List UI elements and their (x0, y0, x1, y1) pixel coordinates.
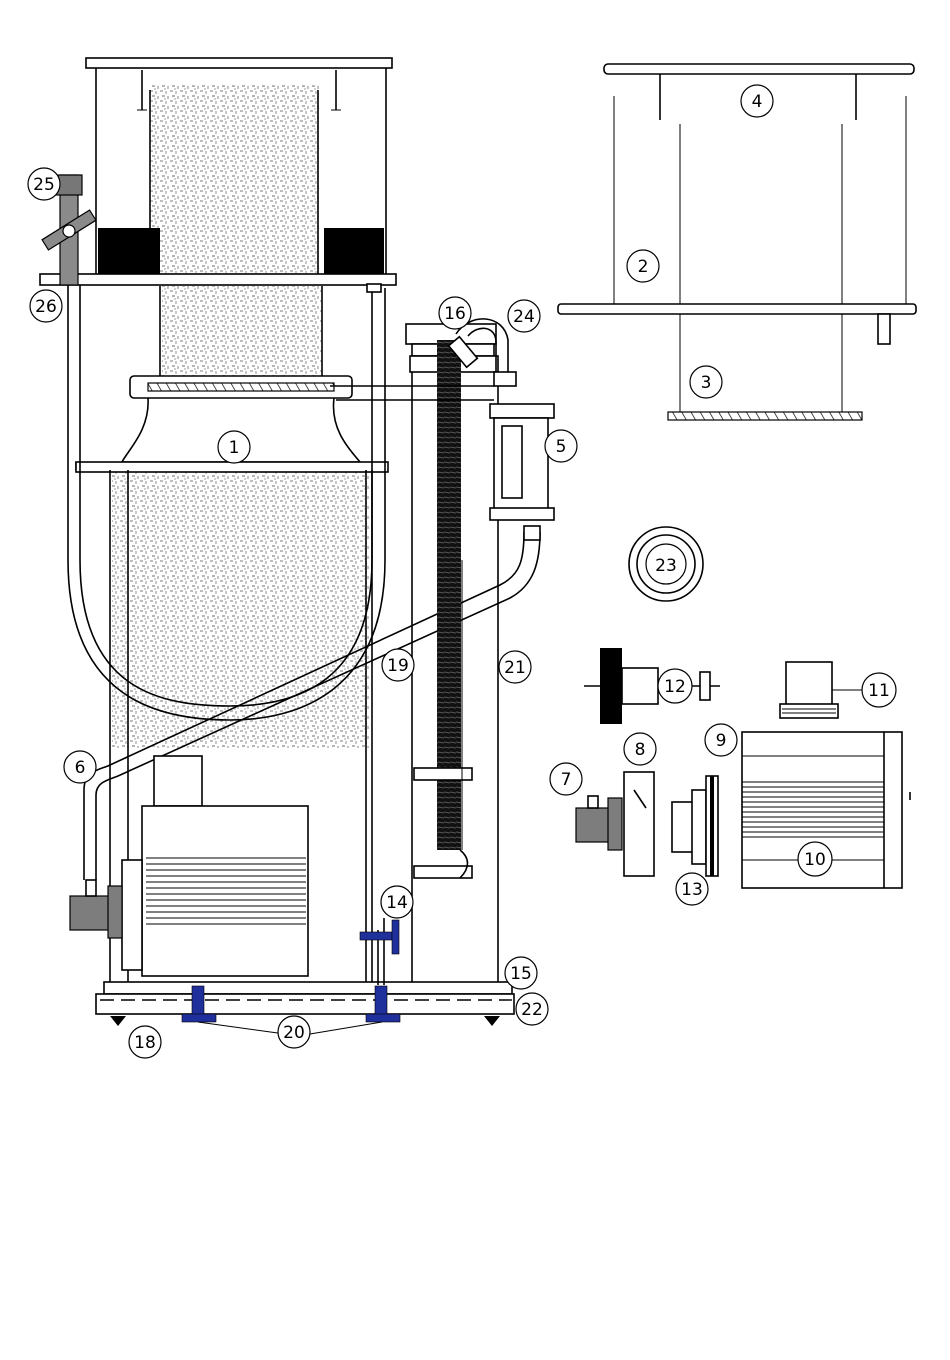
part-12-impeller (584, 648, 720, 724)
label-16: 16 (439, 297, 471, 329)
label-20: 20 (278, 1016, 310, 1048)
main-skimmer (40, 58, 554, 1034)
label-12: 12 (658, 669, 692, 703)
svg-text:18: 18 (134, 1033, 156, 1053)
svg-text:21: 21 (504, 658, 526, 678)
svg-text:22: 22 (521, 1000, 543, 1020)
label-7: 7 (550, 763, 582, 795)
label-14: 14 (381, 886, 413, 918)
pump-parts (576, 527, 910, 888)
cup-exploded (558, 64, 916, 420)
svg-text:19: 19 (387, 656, 409, 676)
label-9: 9 (705, 724, 737, 756)
svg-text:5: 5 (556, 437, 567, 457)
svg-text:26: 26 (35, 297, 57, 317)
part-8-plate (624, 772, 654, 876)
svg-text:25: 25 (33, 175, 55, 195)
svg-text:4: 4 (752, 92, 763, 112)
part-7-inlet (576, 796, 622, 850)
label-25: 25 (28, 168, 60, 200)
part-11-nozzle (780, 662, 838, 718)
label-2: 2 (627, 250, 659, 282)
label-24: 24 (508, 300, 540, 332)
svg-text:16: 16 (444, 304, 466, 324)
svg-text:6: 6 (75, 758, 86, 778)
label-6: 6 (64, 751, 96, 783)
label-13: 13 (676, 873, 708, 905)
label-22: 22 (516, 993, 548, 1025)
part-9-13-seal (672, 776, 718, 876)
svg-text:14: 14 (386, 893, 408, 913)
outlet-column (406, 324, 498, 985)
svg-text:23: 23 (655, 556, 677, 576)
collection-cup (40, 58, 396, 285)
label-10: 10 (798, 842, 832, 876)
svg-text:15: 15 (510, 964, 532, 984)
label-23: 23 (646, 544, 686, 584)
svg-text:8: 8 (635, 740, 646, 760)
label-21: 21 (499, 651, 531, 683)
svg-text:12: 12 (664, 677, 686, 697)
label-19: 19 (382, 649, 414, 681)
label-11: 11 (832, 673, 896, 707)
svg-text:3: 3 (701, 373, 712, 393)
label-18: 18 (129, 1026, 161, 1058)
pump (70, 756, 308, 976)
label-1: 1 (218, 431, 250, 463)
label-15: 15 (505, 957, 537, 989)
label-26: 26 (30, 290, 62, 322)
svg-text:1: 1 (229, 438, 240, 458)
svg-text:7: 7 (561, 770, 572, 790)
label-5: 5 (545, 430, 577, 462)
label-3: 3 (690, 366, 722, 398)
label-8: 8 (624, 733, 656, 765)
svg-text:11: 11 (868, 681, 890, 701)
svg-text:20: 20 (283, 1023, 305, 1043)
label-4: 4 (741, 85, 773, 117)
svg-text:2: 2 (638, 257, 649, 277)
svg-text:13: 13 (681, 880, 703, 900)
svg-text:9: 9 (716, 731, 727, 751)
svg-text:10: 10 (804, 850, 826, 870)
svg-text:24: 24 (513, 307, 535, 327)
